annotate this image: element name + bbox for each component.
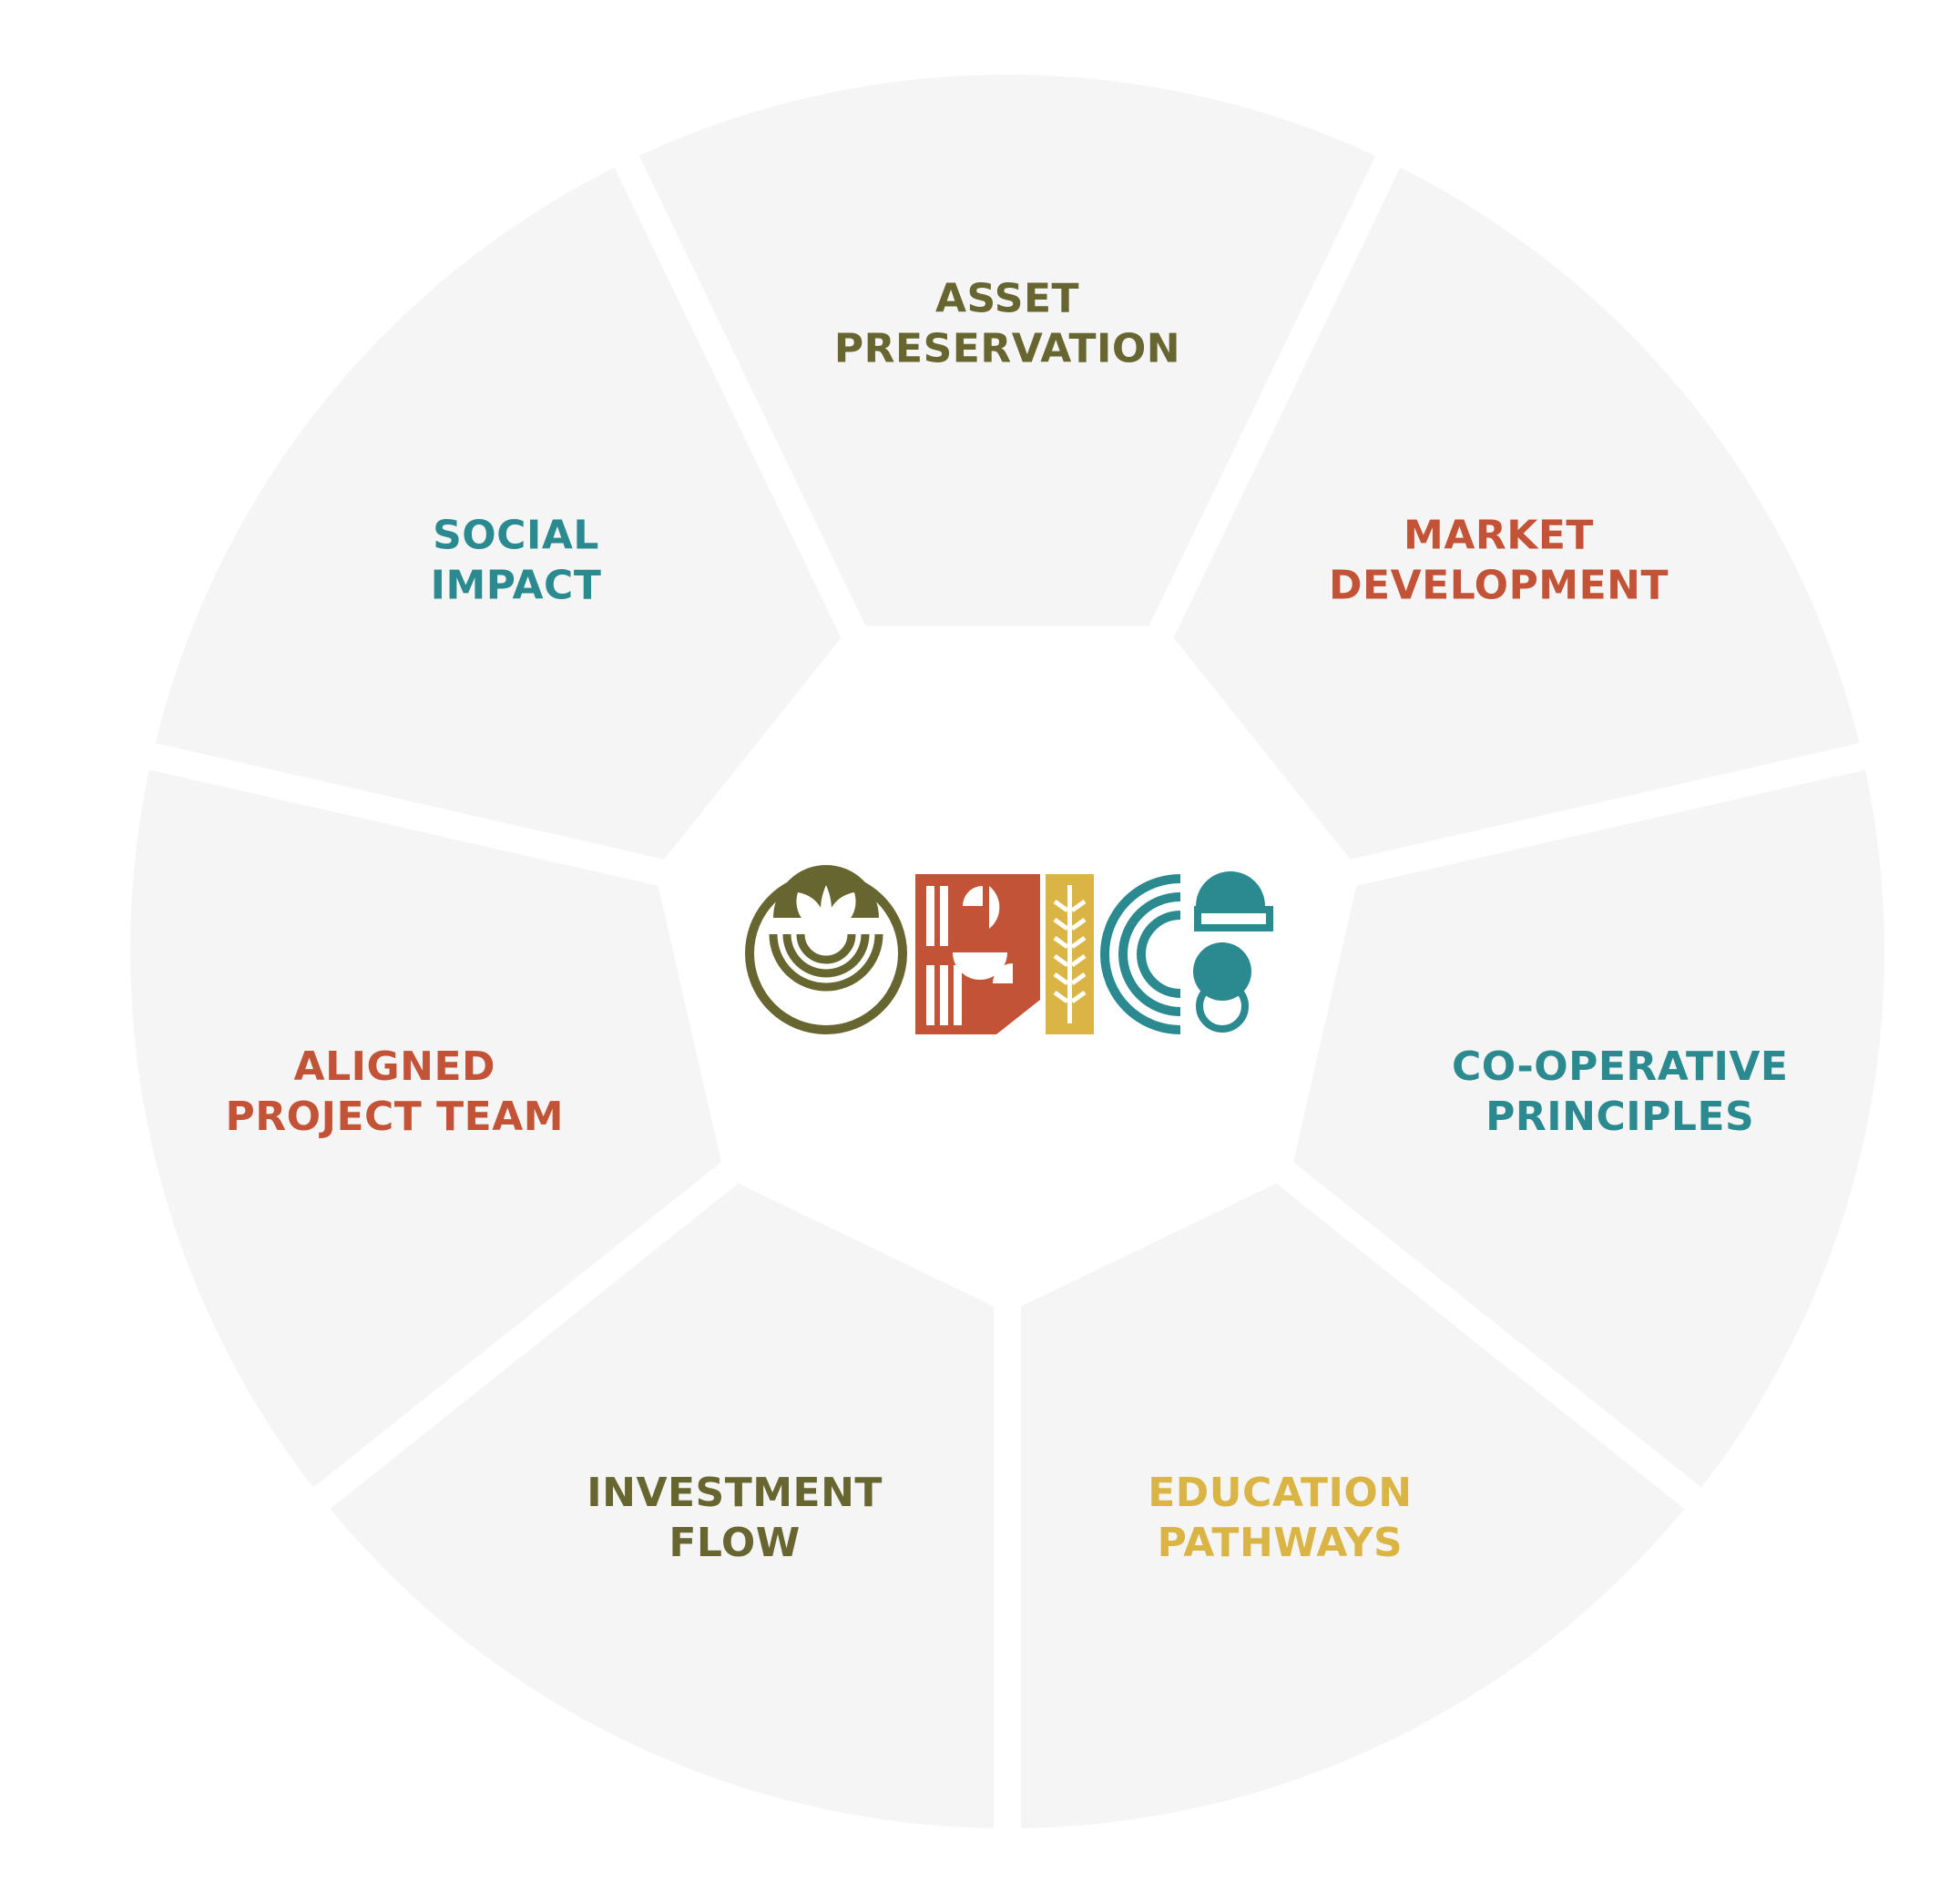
segment-1 bbox=[1173, 168, 1860, 860]
segment-label-line: PATHWAYS bbox=[1158, 1520, 1404, 1566]
segment-label-line: SOCIAL bbox=[433, 512, 599, 558]
segment-2 bbox=[1293, 769, 1885, 1488]
segment-4 bbox=[330, 1183, 994, 1828]
segment-label-line: PRINCIPLES bbox=[1485, 1094, 1754, 1140]
leaf-emblem-icon bbox=[745, 865, 907, 1034]
segment-label-line: PRESERVATION bbox=[834, 326, 1180, 372]
segment-label-line: MARKET bbox=[1404, 512, 1594, 558]
segment-label-line: ASSET bbox=[935, 276, 1079, 322]
segment-label-line: PROJECT TEAM bbox=[226, 1094, 565, 1140]
segment-label-line: ALIGNED bbox=[294, 1043, 495, 1090]
segment-label-line: FLOW bbox=[669, 1520, 800, 1566]
segment-label-line: INVESTMENT bbox=[587, 1470, 883, 1516]
mushroom-figure-icon bbox=[1193, 871, 1273, 1033]
segment-label-line: EDUCATION bbox=[1148, 1470, 1412, 1516]
wheat-stalk-icon bbox=[1046, 874, 1094, 1034]
segment-3 bbox=[1021, 1183, 1685, 1828]
segments-layer bbox=[129, 75, 1885, 1828]
letter-r-icon bbox=[915, 874, 1040, 1034]
center-logo bbox=[745, 865, 1273, 1034]
segment-6 bbox=[155, 168, 842, 860]
letter-c-icon bbox=[1100, 874, 1181, 1034]
segment-5 bbox=[129, 769, 721, 1488]
segment-label-line: IMPACT bbox=[431, 562, 602, 608]
segment-label-line: DEVELOPMENT bbox=[1329, 562, 1669, 608]
segment-0 bbox=[638, 75, 1376, 626]
segment-label-line: CO-OPERATIVE bbox=[1452, 1043, 1789, 1090]
